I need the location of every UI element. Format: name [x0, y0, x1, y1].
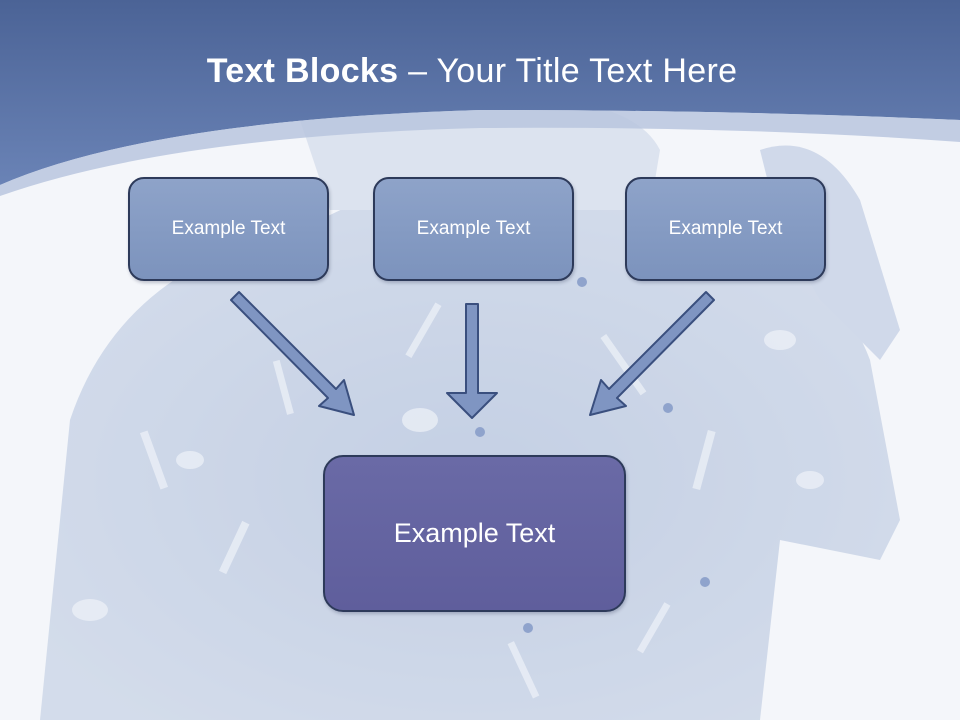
- text-block-2-label: Example Text: [416, 218, 531, 239]
- text-block-1[interactable]: Example Text: [128, 177, 329, 281]
- title-bold: Text Blocks: [206, 52, 399, 90]
- text-block-3[interactable]: Example Text: [625, 177, 826, 281]
- text-block-main-label: Example Text: [393, 518, 556, 548]
- title-separator: –: [398, 52, 437, 90]
- text-block-1-label: Example Text: [171, 218, 286, 239]
- text-block-2[interactable]: Example Text: [373, 177, 574, 281]
- text-block-main[interactable]: Example Text: [323, 455, 626, 612]
- title-rest: Your Title Text Here: [436, 52, 738, 90]
- text-block-3-label: Example Text: [668, 218, 783, 239]
- slide-title: Text Blocks – Your Title Text Here: [0, 52, 944, 91]
